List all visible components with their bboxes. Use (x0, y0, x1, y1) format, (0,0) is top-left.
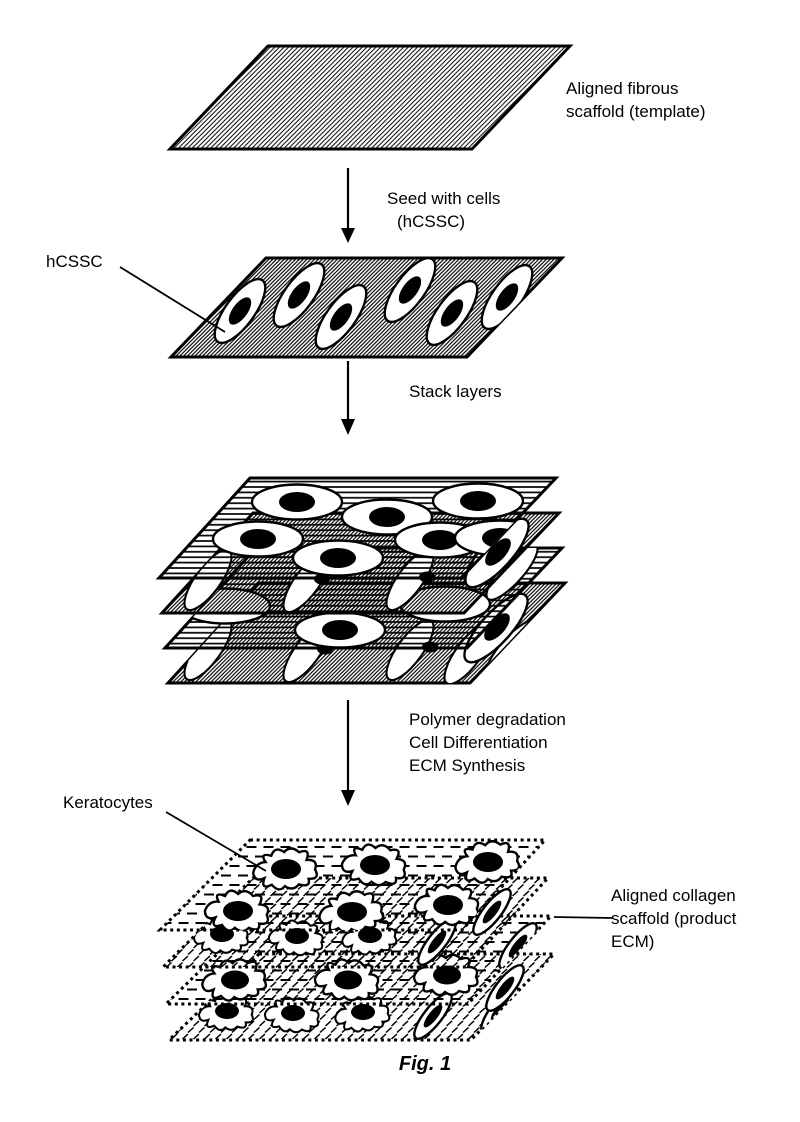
label-aligned-collagen-scaffold: Aligned collagen scaffold (product ECM) (611, 884, 736, 953)
product-pointer-line (553, 916, 613, 919)
label-aligned-fibrous-scaffold: Aligned fibrous scaffold (template) (566, 77, 706, 123)
label-line: Polymer degradation (409, 710, 566, 729)
product-stack-group (156, 838, 558, 1042)
keratocytes-pointer-line (165, 811, 267, 872)
hcssc-pointer-line (119, 266, 226, 333)
template-scaffold-shape (166, 44, 574, 151)
seeded-cells (213, 258, 534, 351)
label-line: Cell Differentiation (409, 733, 548, 752)
stacked-layers-group (155, 476, 569, 685)
label-seed-with-cells: Seed with cells (hCSSC) (387, 187, 500, 233)
arrow-down-icon (341, 168, 355, 243)
label-stack-layers: Stack layers (409, 380, 502, 403)
label-line: scaffold (template) (566, 102, 706, 121)
label-line: Seed with cells (387, 189, 501, 208)
label-line: scaffold (product (611, 909, 737, 928)
label-line: (hCSSC) (397, 212, 466, 231)
label-polymer-degradation: Polymer degradation Cell Differentiation… (409, 708, 566, 777)
label-line: ECM) (611, 932, 655, 951)
label-keratocytes: Keratocytes (63, 791, 153, 814)
label-line: Aligned fibrous (566, 79, 679, 98)
label-line: Aligned collagen (611, 886, 736, 905)
label-line: ECM Synthesis (409, 756, 526, 775)
arrow-down-icon (341, 361, 355, 435)
label-line: Keratocytes (63, 793, 153, 812)
label-line: Stack layers (409, 382, 502, 401)
figure-caption: Fig. 1 (398, 1053, 452, 1075)
arrow-down-icon (341, 700, 355, 806)
label-hcssc: hCSSC (46, 250, 103, 273)
label-line: hCSSC (46, 252, 103, 271)
